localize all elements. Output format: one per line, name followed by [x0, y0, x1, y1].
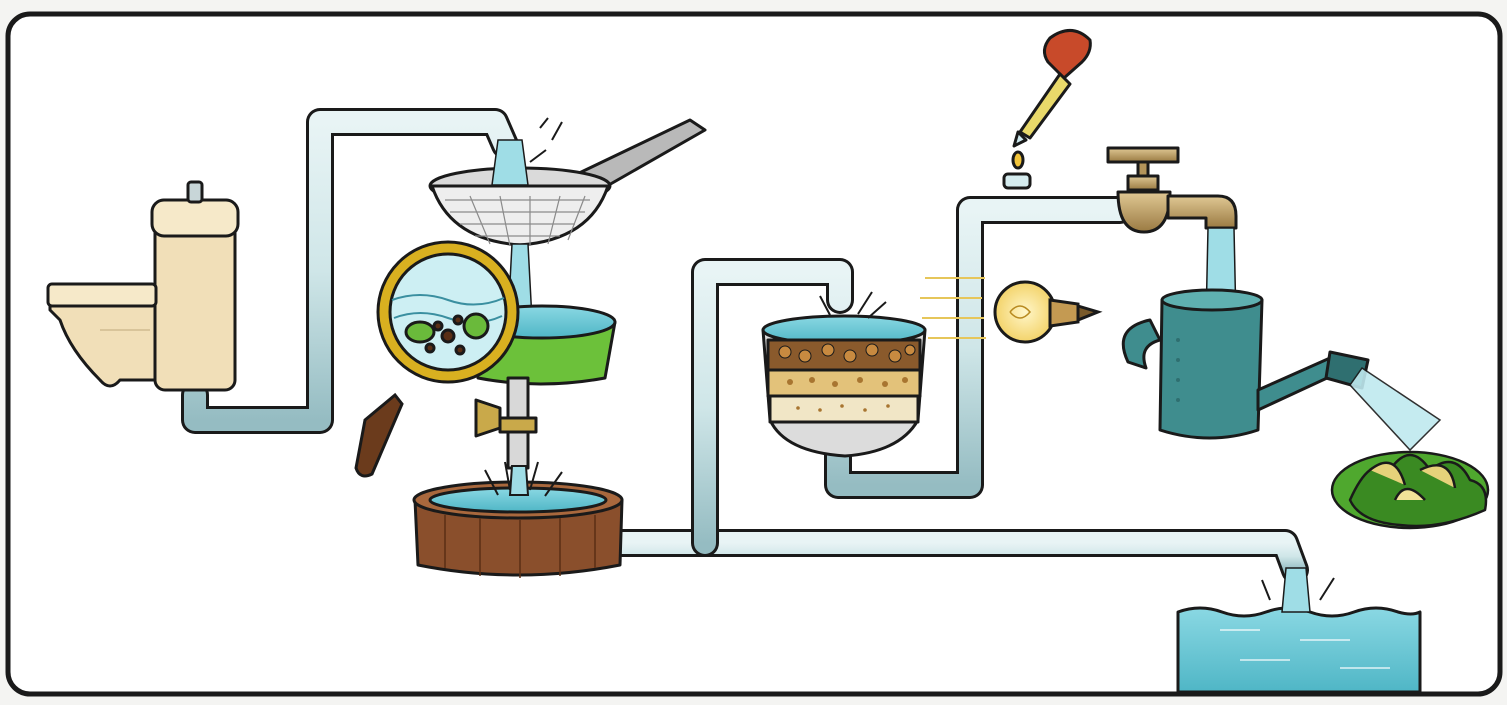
water-body: [1178, 608, 1420, 692]
gravel-filter: [763, 316, 925, 456]
plant-icon: [1332, 452, 1488, 528]
wooden-basin: [414, 482, 622, 578]
pipe-cap: [1004, 174, 1030, 188]
